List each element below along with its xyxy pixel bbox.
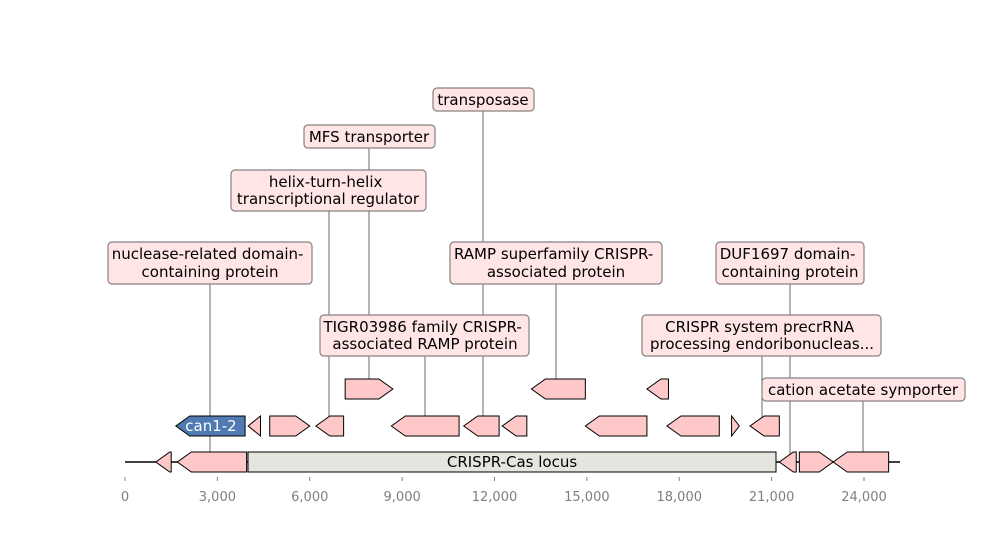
axis-tick-label: 21,000 [749,490,795,505]
gene-arrow[interactable] [390,415,460,437]
gene-arrow[interactable] [666,415,720,437]
crispr-cas-locus[interactable]: CRISPR-Cas locus [247,451,777,473]
gene-arrow[interactable] [584,415,648,437]
axis-tick-label: 18,000 [657,490,703,505]
axis-tick-label: 0 [121,490,129,505]
label-line: transcriptional regulator [237,190,420,208]
annotation-label[interactable]: MFS transporter [303,124,436,149]
gene-arrow[interactable] [315,415,345,437]
gene-arrow[interactable] [646,378,669,400]
gene-arrow[interactable] [269,415,311,437]
label-box [641,314,882,357]
axis-tick-label: 3,000 [199,490,236,505]
label-text: transposase [437,91,528,109]
label-box [715,241,865,285]
label-line: containing protein [142,263,279,281]
label-text: nuclease-related domain- containing prot… [112,245,309,281]
annotation-label[interactable]: helix-turn-helix transcriptional regulat… [230,169,427,212]
gene-arrow[interactable] [731,414,740,438]
label-text: TIGR03986 family CRISPR- associated RAMP… [322,318,526,353]
label-line: RAMP superfamily CRISPR- [454,245,653,263]
label-text: MFS transporter [309,128,430,146]
gene-arrow[interactable] [501,415,528,437]
annotation-label[interactable]: TIGR03986 family CRISPR- associated RAMP… [319,314,530,357]
gene-name-label: can1-2 [185,417,236,435]
annotation-label[interactable]: nuclease-related domain- containing prot… [107,241,313,285]
axis-tick-label: 12,000 [472,490,518,505]
label-box [107,241,313,285]
annotation-label[interactable]: cation acetate symporter [761,377,966,402]
label-line: TIGR03986 family CRISPR- [322,318,521,336]
label-text: helix-turn-helix transcriptional regulat… [237,173,420,208]
label-line: DUF1697 domain- [720,245,856,263]
label-box [319,314,530,357]
label-line: processing endoribonucleas... [650,335,874,353]
label-line: associated protein [487,263,625,281]
label-line: CRISPR system precrRNA [665,318,855,336]
gene-arrow[interactable] [749,415,780,437]
label-line: associated RAMP protein [332,335,517,353]
label-text: CRISPR system precrRNA processing endori… [650,318,874,353]
gene-arrow-highlighted[interactable] [174,415,246,437]
gene-arrow[interactable] [798,451,835,473]
label-text: RAMP superfamily CRISPR- associated prot… [454,245,658,281]
gene-arrow[interactable] [462,415,500,437]
locus-box [247,451,777,473]
locus-label: CRISPR-Cas locus [447,453,577,471]
gene-features [154,378,890,473]
label-box [303,124,436,149]
axis-tick-label: 15,000 [564,490,610,505]
gene-arrow[interactable] [832,451,890,473]
gene-arrow[interactable] [176,451,248,473]
annotation-label[interactable]: RAMP superfamily CRISPR- associated prot… [449,241,663,285]
axis-tick-label: 6,000 [291,490,328,505]
label-box [230,169,427,212]
label-box [432,87,535,112]
annotation-label[interactable]: transposase [432,87,535,112]
gene-arrow[interactable] [778,451,797,473]
label-line: helix-turn-helix [269,173,383,191]
axis-tick-label: 24,000 [841,490,887,505]
label-box [449,241,663,285]
axis-tick-label: 9,000 [384,490,421,505]
gene-arrow[interactable] [154,451,172,473]
label-text: cation acetate symporter [768,381,959,399]
label-text: DUF1697 domain- containing protein [720,245,860,281]
annotation-label[interactable]: CRISPR system precrRNA processing endori… [641,314,882,357]
gene-arrow[interactable] [247,414,261,438]
position-axis: 0 3,000 6,000 9,000 12,000 15,000 18,000 21,000… [121,477,887,505]
label-line: containing protein [722,263,859,281]
gene-arrow[interactable] [530,378,586,400]
annotation-leader-lines [209,111,864,462]
annotation-label[interactable]: DUF1697 domain- containing protein [715,241,865,285]
label-line: nuclease-related domain- [112,245,304,263]
label-box [761,377,966,402]
gene-arrow[interactable] [344,378,394,400]
